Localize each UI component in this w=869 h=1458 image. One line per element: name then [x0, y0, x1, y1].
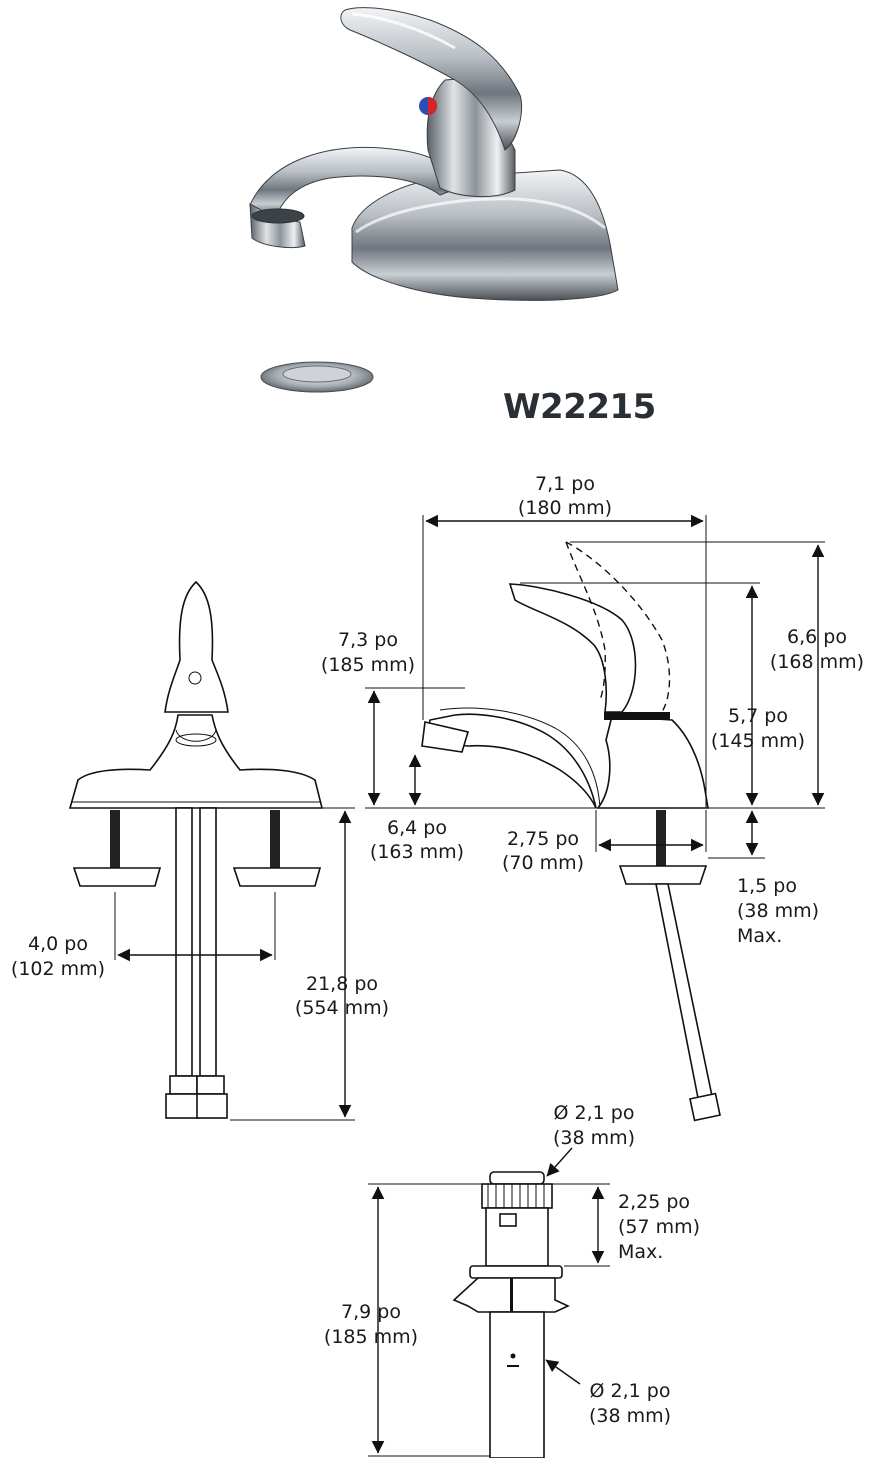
drain-thickness-max: Max.: [618, 1241, 663, 1263]
deck-thickness-max: Max.: [737, 925, 782, 947]
tail-diameter-label: Ø 2,1 po: [590, 1380, 671, 1402]
spout-reach-metric: (70 mm): [502, 852, 584, 874]
drain-assembly: Ø 2,1 po (38 mm) 2,25 po (57 mm) Max. 7,…: [324, 1102, 700, 1458]
handle-height-label: 5,7 po: [728, 705, 788, 727]
drain-thickness-label: 2,25 po: [618, 1191, 690, 1213]
flange-diameter-label: Ø 2,1 po: [554, 1102, 635, 1124]
side-view: 7,1 po (180 mm) 6,6 po (168 mm) 5,7 po (…: [321, 473, 864, 1122]
raised-handle-height-label: 6,6 po: [787, 626, 847, 648]
raised-handle-height-metric: (168 mm): [770, 651, 864, 673]
drain-thickness-metric: (57 mm): [618, 1216, 700, 1238]
supply-length-metric: (554 mm): [295, 997, 389, 1019]
overall-length-metric: (180 mm): [518, 497, 612, 519]
deck-thickness-label: 1,5 po: [737, 875, 797, 897]
faucet-render: W22215: [249, 7, 656, 427]
spout-reach-label: 2,75 po: [507, 828, 579, 850]
handle-height-metric: (145 mm): [711, 730, 805, 752]
front-view: 4,0 po (102 mm) 21,8 po (554 mm): [11, 580, 389, 1121]
supply-length-label: 21,8 po: [306, 973, 378, 995]
spout-clearance-label: 6,4 po: [387, 817, 447, 839]
model-number: W22215: [503, 387, 656, 427]
drain-length-metric: (185 mm): [324, 1326, 418, 1348]
spout-clearance-metric: (163 mm): [370, 841, 464, 863]
drain-length-label: 7,9 po: [341, 1301, 401, 1323]
tail-diameter-metric: (38 mm): [589, 1405, 671, 1427]
center-spacing-metric: (102 mm): [11, 958, 105, 980]
spout-height-metric: (185 mm): [321, 654, 415, 676]
overall-length-label: 7,1 po: [535, 473, 595, 495]
deck-thickness-metric: (38 mm): [737, 900, 819, 922]
center-spacing-label: 4,0 po: [28, 933, 88, 955]
flange-diameter-metric: (38 mm): [553, 1127, 635, 1149]
spout-height-label: 7,3 po: [338, 629, 398, 651]
